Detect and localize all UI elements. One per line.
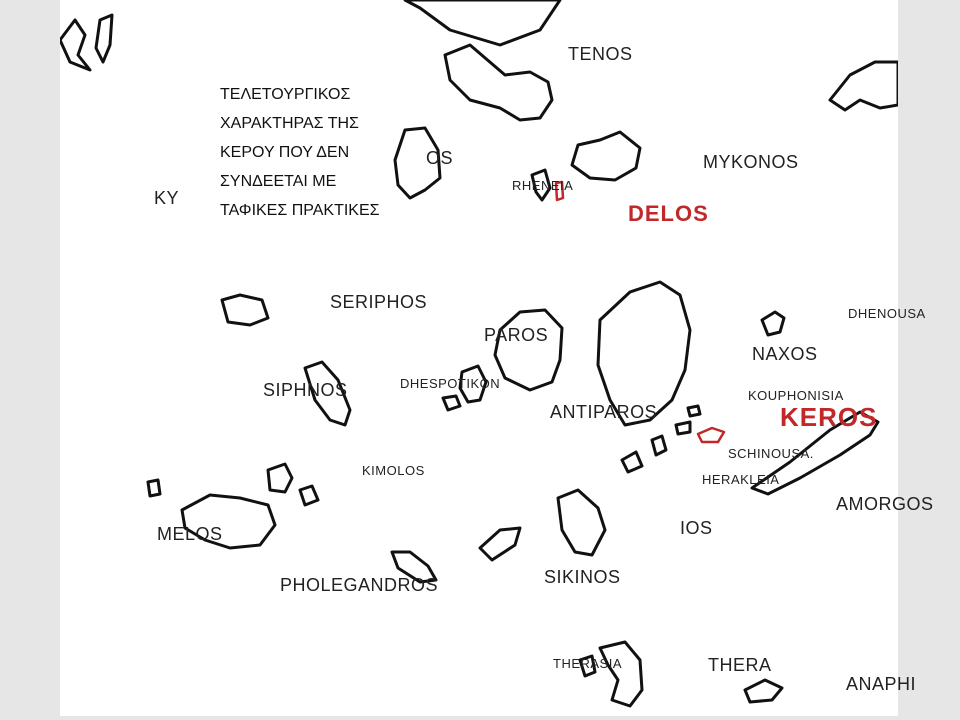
island-islet-nw [94,13,114,64]
label-therasia: THERASIA [553,656,623,671]
island-thera [598,640,644,708]
label-mykonos: MYKONOS [703,152,799,172]
island-dhespotikon [441,394,462,412]
cyclades-map [60,0,898,708]
island-ikaria-partial [828,60,898,112]
label-dhespotikon: DHESPOTIKON [400,376,501,391]
island-paros [493,308,564,392]
island-andros [403,0,562,47]
island-kimolos [266,462,294,494]
island-therasia [578,654,597,678]
label-os-partial: OS [426,148,454,168]
label-ky-partial: KY [154,188,180,208]
island-naxos [596,280,692,427]
annotation-line: ΤΑΦΙΚΕΣ ΠΡΑΚΤΙΚΕΣ [220,202,380,219]
label-kouphonisia: KOUPHONISIA [748,388,844,403]
annotation-line: ΚΕΡΟΥ ΠΟΥ ΔΕΝ [220,144,350,161]
label-melos: MELOS [157,524,223,544]
annotation-line: ΤΕΛΕΤΟΥΡΓΙΚΟΣ [220,86,351,103]
label-naxos: NAXOS [752,344,818,364]
label-keros: KEROS [780,402,878,432]
island-antiparos [458,364,488,404]
island-herakleia [620,450,644,474]
island-keros [696,426,726,444]
island-kouphonisia [686,404,702,418]
label-kimolos: KIMOLOS [362,463,425,478]
label-pholegandros: PHOLEGANDROS [280,575,439,595]
label-ios: IOS [680,518,713,538]
island-schinousa [650,434,668,457]
island-antimelos [146,478,162,498]
island-tenos [443,43,554,122]
island-kouphonisia-2 [674,420,692,436]
island-dhenousa [760,310,786,337]
label-herakleia: HERAKLEIA [702,472,780,487]
label-delos: DELOS [628,201,709,226]
label-seriphos: SERIPHOS [330,292,428,312]
label-amorgos: AMORGOS [836,494,934,514]
island-polyaigos [298,484,320,507]
label-paros: PAROS [484,325,549,345]
island-delos [554,180,565,202]
island-sikinos [478,526,522,562]
island-ios [556,488,607,557]
island-kythnos-north [60,18,92,72]
label-schinousa: SCHINOUSA. [728,446,814,461]
island-mykonos [570,130,642,182]
label-antiparos: ANTIPAROS [550,402,658,422]
annotation-text: ΤΕΛΕΤΟΥΡΓΙΚΟΣ ΧΑΡΑΚΤΗΡΑΣ ΤΗΣ ΚΕΡΟΥ ΠΟΥ Δ… [220,80,380,225]
label-siphnos: SIPHNOS [263,380,348,400]
island-anaphi [743,678,784,704]
annotation-line: ΧΑΡΑΚΤΗΡΑΣ ΤΗΣ [220,115,359,132]
annotation-line: ΣΥΝΔΕΕΤΑΙ ΜΕ [220,173,337,190]
label-thera: THERA [708,655,772,675]
map-panel: ΤΕΛΕΤΟΥΡΓΙΚΟΣ ΧΑΡΑΚΤΗΡΑΣ ΤΗΣ ΚΕΡΟΥ ΠΟΥ Δ… [60,0,933,716]
island-syros [393,126,442,200]
island-seriphos [220,293,270,327]
label-tenos: TENOS [568,44,633,64]
island-siphnos [303,360,352,427]
island-pholegandros [390,550,438,584]
label-sikinos: SIKINOS [544,567,621,587]
island-rheneia [530,168,552,202]
label-anaphi: ANAPHI [846,674,917,694]
island-amorgos [750,410,880,496]
island-melos [180,493,277,550]
label-rheneia: RHENEIA [512,178,574,193]
label-dhenousa: DHENOUSA [848,306,926,321]
